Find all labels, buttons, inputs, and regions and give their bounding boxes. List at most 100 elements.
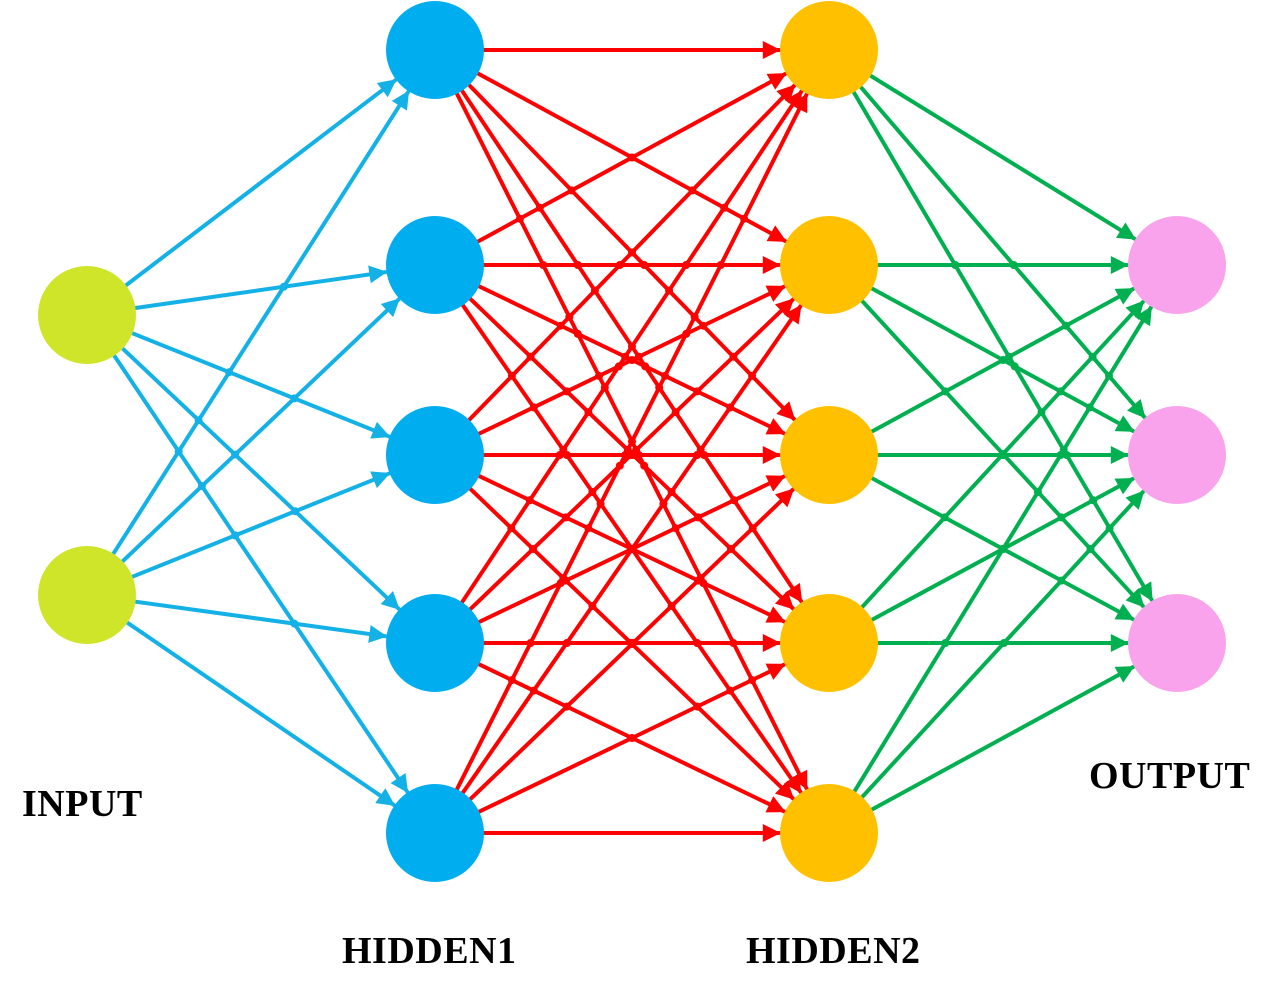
junction-dot-105 [562,639,571,647]
junction-dot-60 [526,352,535,361]
connection-input-1-to-hidden1-5 [112,353,410,794]
junction-dot-84 [627,451,635,459]
connection-input-2-to-hidden1-4 [133,599,388,643]
junction-dot-15 [567,186,576,195]
junction-dot-57 [693,387,702,396]
output-node-3 [1128,594,1226,692]
hidden1-layer-label: HIDDEN1 [342,930,517,972]
junction-dot-43 [600,383,609,392]
junction-dot-110 [628,734,636,742]
junction-dot-20 [729,352,738,361]
junction-dot-39 [565,312,574,321]
junction-dot-122 [1105,524,1114,533]
junction-dot-30 [671,408,680,417]
junction-dot-114 [1105,371,1113,380]
junction-dot-83 [555,451,564,459]
junction-dot-107 [507,676,516,685]
junction-dot-131 [1086,545,1095,553]
junction-dot-104 [526,639,535,647]
connection-input-1-to-hidden1-4 [120,346,401,611]
junction-dot-11 [628,153,636,162]
junction-dot-123 [999,356,1007,364]
junction-dot-61 [562,387,571,396]
junction-dots-group [174,153,1114,742]
junction-dot-79 [667,602,676,610]
junction-dot-137 [1057,576,1066,585]
junction-dot-52 [682,261,691,269]
input-node-1 [38,266,136,364]
junction-dot-102 [556,579,565,587]
junction-dot-103 [628,545,636,553]
hidden2-node-1 [780,1,878,99]
connection-input-2-to-hidden1-1 [111,90,411,556]
junction-dot-34 [748,524,757,533]
junction-dot-106 [629,639,637,647]
junction-dot-134 [940,513,949,522]
junction-dot-81 [614,362,623,371]
junction-dot-74 [588,488,597,496]
connection-hidden2-1-to-output-2 [858,85,1147,420]
junction-dot-130 [1033,488,1042,496]
junction-dot-58 [661,371,669,380]
junction-dot-9 [231,531,240,540]
junction-dot-47 [628,437,636,446]
junction-dot-120 [1089,496,1098,505]
junction-dot-117 [1005,352,1013,361]
input-layer-label: INPUT [22,783,143,825]
junction-dot-67 [667,488,676,496]
junction-dot-45 [671,524,680,533]
junction-dot-19 [665,286,674,295]
hidden2-node-4 [780,594,878,692]
junction-dot-29 [628,342,636,351]
junction-dot-116 [1010,362,1019,371]
junction-dot-94 [529,545,537,553]
junction-dot-18 [699,321,708,330]
junction-dot-16 [640,261,649,269]
junction-dot-98 [588,602,597,610]
junction-dot-88 [561,513,570,522]
junction-dot-113 [1088,352,1097,361]
junction-dot-101 [615,461,624,470]
junction-dot-112 [1061,321,1070,330]
connection-input-1-to-hidden1-2 [133,265,388,310]
junction-dot-7 [174,447,183,456]
hidden1-node-2 [386,216,484,314]
junction-dot-126 [941,387,950,396]
input-node-2 [38,546,136,644]
junction-dot-38 [640,461,649,470]
junction-dot-46 [729,639,738,647]
junction-dot-37 [573,329,582,338]
junction-dot-86 [693,451,702,459]
output-node-2 [1128,406,1226,504]
junction-dot-100 [693,702,702,711]
junction-dot-25 [641,362,650,371]
junction-dot-3 [290,394,299,403]
hidden2-node-3 [780,406,878,504]
junction-dot-13 [720,203,729,212]
junction-dot-133 [1056,451,1065,459]
nodes-group [38,1,1226,882]
junction-dot-17 [628,248,636,257]
junction-dot-27 [634,352,643,361]
connection-input-1-to-hidden1-3 [130,331,391,439]
connection-input-2-to-hidden1-5 [125,620,396,807]
junction-dot-77 [596,499,605,508]
connection-input-1-to-hidden1-1 [124,78,398,288]
junction-dot-6 [291,507,300,516]
connection-input-2-to-hidden1-2 [120,297,401,564]
junction-dot-111 [1009,261,1018,269]
junction-dot-35 [515,214,524,223]
junction-dot-23 [535,203,544,212]
output-layer-label: OUTPUT [1089,755,1251,797]
connection-input-2-to-hidden1-3 [130,471,391,579]
junction-dot-115 [951,261,960,269]
junction-dot-85 [621,451,630,459]
junction-dot-31 [730,496,739,505]
junction-dot-69 [507,371,516,380]
hidden1-node-4 [386,594,484,692]
connection-hidden2-1-to-output-1 [868,73,1137,241]
junction-dot-56 [621,352,630,361]
junction-dot-92 [694,576,703,585]
junction-dot-2 [225,368,234,377]
